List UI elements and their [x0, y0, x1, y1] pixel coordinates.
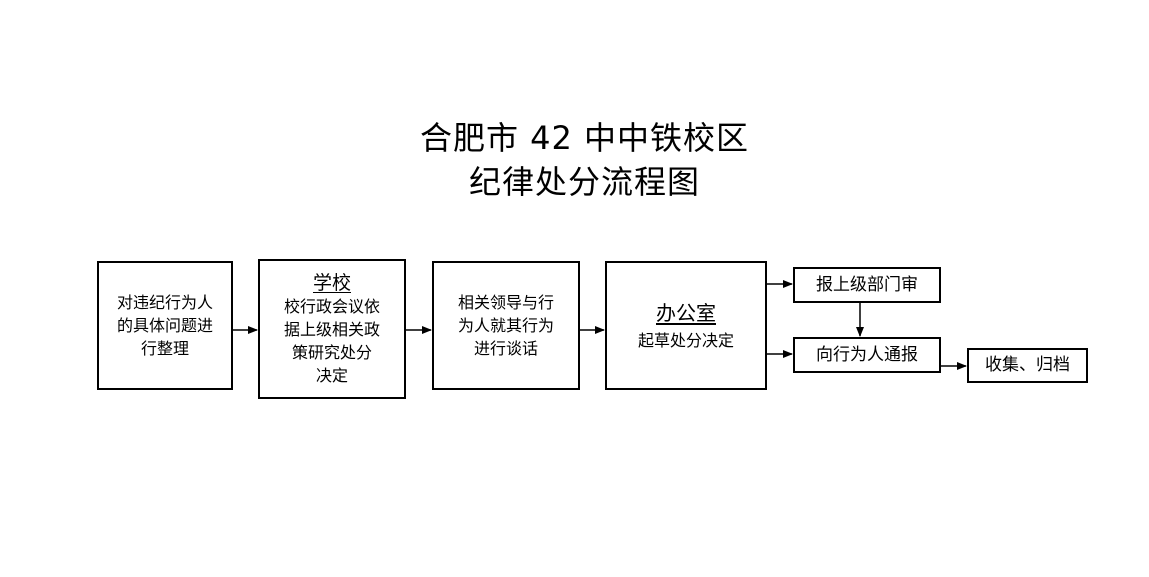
step-text-line: 的具体问题进: [116, 316, 213, 335]
step-report-superior: 报上级部门审: [793, 267, 941, 303]
step-text-line: 进行谈话: [473, 339, 538, 358]
step-notify-person: 向行为人通报: [793, 337, 941, 373]
step-heading: 学校: [312, 272, 351, 294]
step-text-line: 对违纪行为人: [116, 293, 213, 312]
diagram-title-line-1: 合肥市 42 中中铁校区: [419, 119, 750, 157]
step-heading: 办公室: [656, 301, 716, 325]
step-school-decision: 学校 校行政会议依 据上级相关政 策研究处分 决定: [258, 259, 406, 399]
step-text-line: 策研究处分: [291, 343, 372, 362]
diagram-title-line-2: 纪律处分流程图: [468, 163, 700, 201]
step-label: 报上级部门审: [816, 274, 918, 295]
step-label: 收集、归档: [985, 355, 1070, 375]
step-archive: 收集、归档: [967, 348, 1088, 383]
step-text-line: 行整理: [140, 339, 189, 358]
step-text-line: 决定: [315, 366, 348, 385]
step-leader-talk: 相关领导与行 为人就其行为 进行谈话: [432, 261, 580, 390]
step-text-line: 相关领导与行: [457, 293, 554, 312]
step-text-line: 校行政会议依: [283, 297, 380, 316]
step-label: 向行为人通报: [816, 344, 918, 365]
step-text-line: 据上级相关政: [283, 320, 380, 339]
step-office-draft: 办公室 起草处分决定: [605, 261, 767, 390]
step-text-line: 起草处分决定: [637, 331, 734, 350]
step-text-line: 为人就其行为: [457, 316, 554, 335]
step-organize-issues: 对违纪行为人 的具体问题进 行整理: [97, 261, 233, 390]
